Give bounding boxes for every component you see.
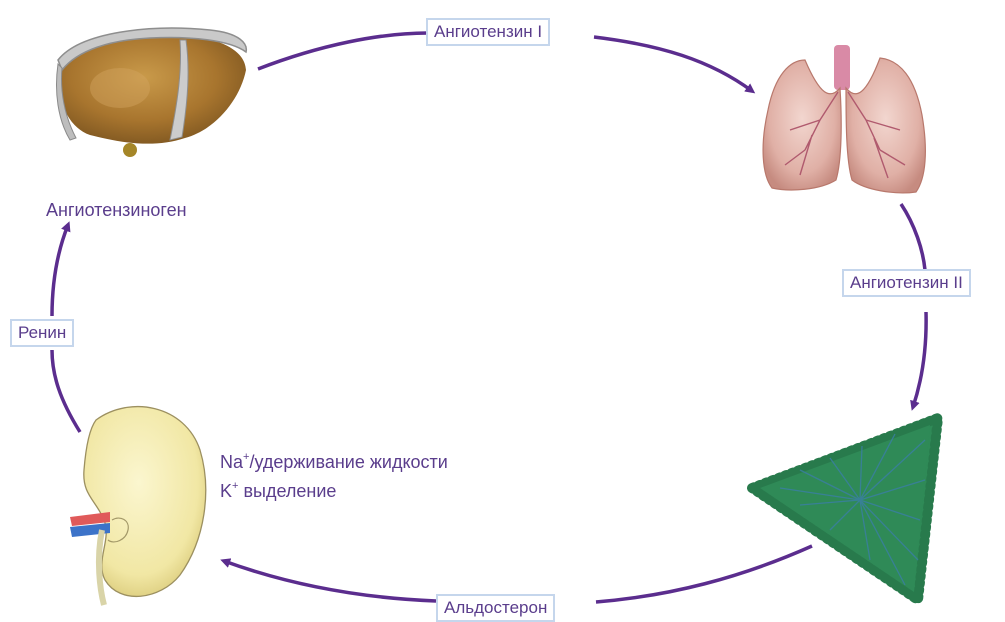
arrow-liver-to-lungs-head	[594, 37, 752, 91]
sodium-retention-text: /удерживание жидкости	[249, 452, 447, 472]
potassium-symbol: K	[220, 481, 232, 501]
liver-icon	[57, 28, 247, 157]
arrow-kidney-to-liver-head	[52, 225, 68, 316]
label-aldosterone: Альдостерон	[436, 594, 555, 622]
arrow-liver-to-lungs	[258, 33, 428, 69]
lungs-icon	[763, 45, 925, 193]
arrow-adrenal-to-kidney-head	[224, 561, 436, 601]
sodium-symbol: Na	[220, 452, 243, 472]
label-angiotensin-2: Ангиотензин II	[842, 269, 971, 297]
label-renin: Ренин	[10, 319, 74, 347]
potassium-excretion-text: выделение	[238, 481, 336, 501]
label-potassium-excretion: K+ выделение	[220, 479, 336, 503]
arrow-lungs-to-adrenal-head	[913, 312, 926, 407]
label-sodium-retention: Na+/удерживание жидкости	[220, 450, 448, 474]
arrow-adrenal-to-kidney	[596, 546, 812, 602]
adrenal-gland-icon	[752, 418, 938, 600]
kidney-icon	[70, 407, 206, 605]
label-angiotensinogen: Ангиотензиноген	[46, 198, 187, 222]
arrow-kidney-to-liver	[52, 350, 80, 432]
arrow-lungs-to-adrenal	[901, 204, 925, 270]
label-angiotensin-1: Ангиотензин I	[426, 18, 550, 46]
